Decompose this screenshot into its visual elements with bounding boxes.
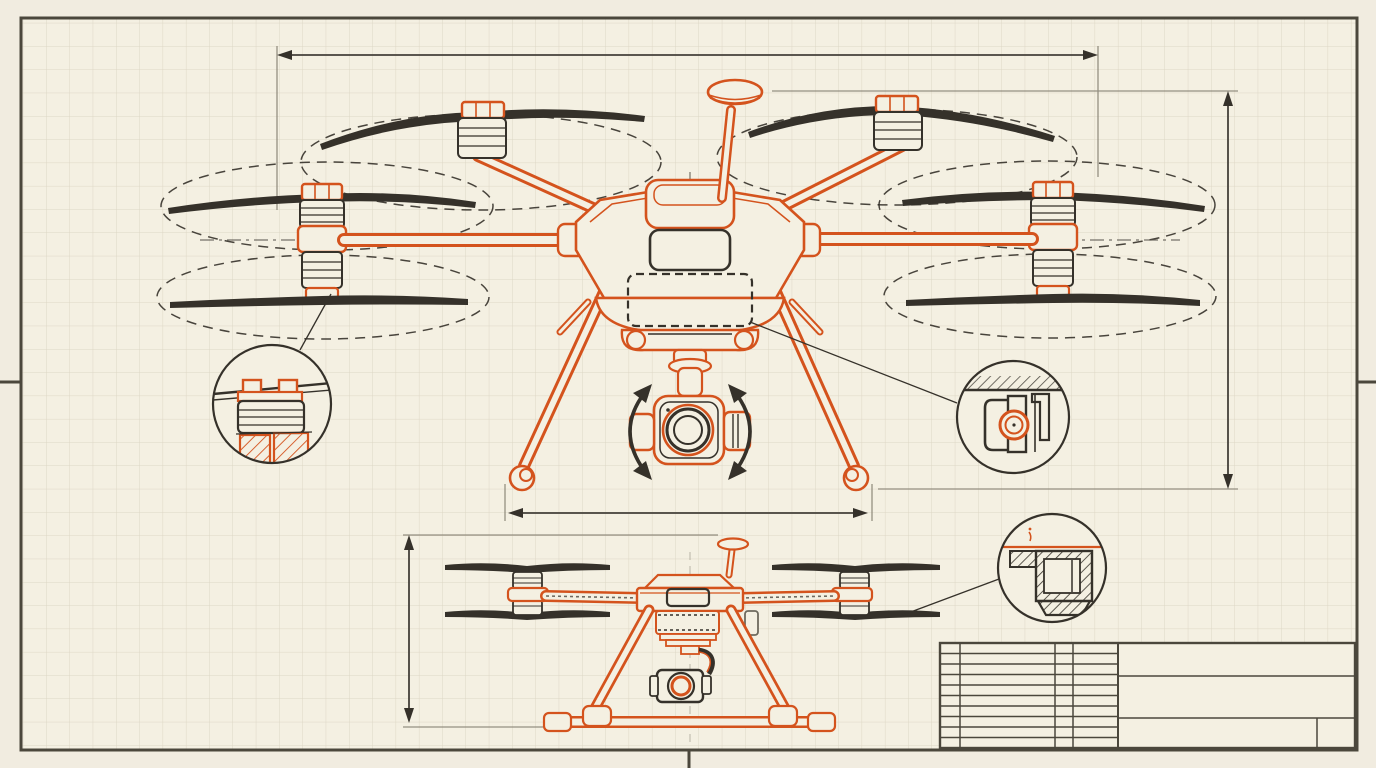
gimbal-camera — [620, 328, 760, 466]
gimbal-rotation-arrows — [628, 384, 752, 480]
side-landing-gear — [542, 604, 837, 733]
overall-height-dimension — [1223, 91, 1233, 489]
landing-legs — [508, 286, 870, 492]
rotor-span-width-dimension — [277, 50, 1098, 60]
dimension-lines — [277, 50, 1233, 723]
side-arms — [540, 590, 840, 604]
upper-right-rotor — [748, 94, 1055, 216]
title-block — [938, 641, 1357, 750]
side-left-rotor — [445, 563, 610, 620]
gimbal-damper-detail — [749, 321, 1071, 475]
side-gimbal-camera — [649, 647, 715, 704]
camera-lens — [661, 403, 715, 457]
side-gps-antenna — [716, 537, 750, 551]
upper-left-rotor — [320, 100, 645, 220]
sheet-frame — [0, 16, 1376, 768]
callout-leader — [899, 578, 1000, 617]
right-rotor-stack — [902, 180, 1205, 306]
gps-antenna — [706, 78, 764, 203]
landing-gear-track-dimension — [508, 508, 868, 518]
battery-bay-hidden-line — [626, 272, 754, 328]
side-elevation-view — [445, 537, 940, 745]
callout-leader — [299, 293, 332, 351]
extension-lines — [276, 46, 1238, 728]
frame-rail-section-detail — [899, 512, 1108, 624]
body-sensor-window — [648, 228, 732, 272]
callout-leader — [749, 321, 958, 404]
side-arms — [337, 222, 1039, 258]
detail-callouts — [211, 293, 1108, 624]
center-body — [556, 178, 824, 336]
main-perspective-view — [156, 78, 1217, 492]
side-body — [635, 537, 759, 655]
side-view-height-dimension — [404, 535, 414, 723]
left-rotor-stack — [168, 182, 476, 308]
side-right-rotor — [772, 563, 940, 620]
